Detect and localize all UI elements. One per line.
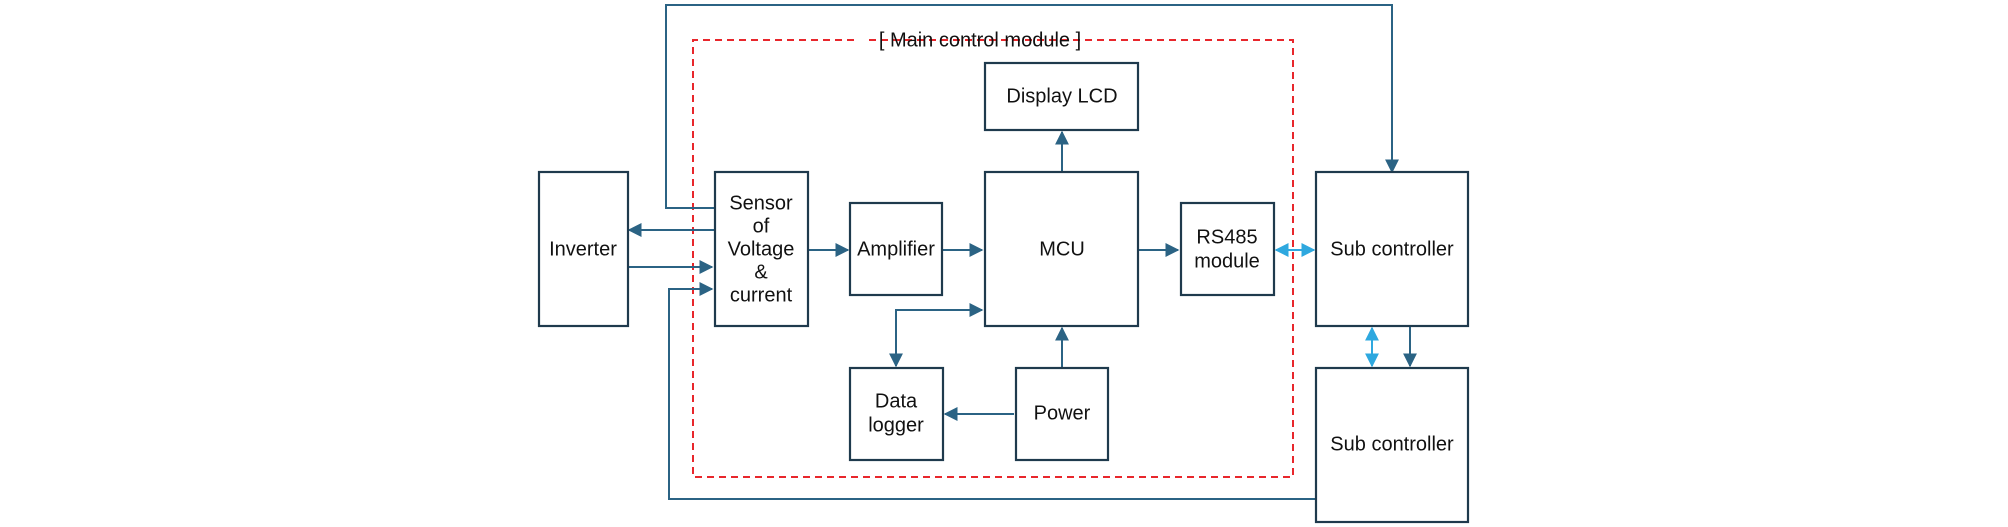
data-logger-label-line-2: logger <box>868 414 924 436</box>
sensor-label-line-4: & <box>754 261 768 283</box>
display-lcd-label: Display LCD <box>1006 85 1117 107</box>
display-lcd-block: Display LCD <box>983 61 1140 132</box>
sub-controller-2-label: Sub controller <box>1330 433 1454 455</box>
sensor-block: Sensor of Voltage & current <box>713 170 810 328</box>
inverter-label: Inverter <box>549 238 617 260</box>
power-label: Power <box>1034 402 1091 424</box>
sub-controller-1-label: Sub controller <box>1330 238 1454 260</box>
rs485-block: RS485 module <box>1179 201 1276 297</box>
sub-controller-1-block: Sub controller <box>1314 170 1470 328</box>
mcu-label: MCU <box>1039 238 1085 260</box>
amplifier-block: Amplifier <box>848 201 944 297</box>
mcu-block: MCU <box>983 170 1140 328</box>
power-block: Power <box>1014 366 1110 462</box>
rs485-label-line-2: module <box>1194 250 1260 272</box>
sensor-to-subcontroller-loop <box>665 4 1399 209</box>
data-logger-label-line-1: Data <box>875 390 918 412</box>
amplifier-label: Amplifier <box>857 238 935 260</box>
sensor-label-line-3: Voltage <box>728 238 795 260</box>
sub-controller-2-block: Sub controller <box>1314 366 1470 524</box>
main-control-module-boundary <box>692 39 1294 478</box>
connectors <box>627 4 1417 500</box>
sensor-label-line-5: current <box>730 284 793 306</box>
sensor-label-line-2: of <box>753 215 770 237</box>
rs485-label-line-1: RS485 <box>1196 226 1257 248</box>
mcu-datalogger-link <box>889 303 984 368</box>
inverter-block: Inverter <box>537 170 630 328</box>
sensor-label-line-1: Sensor <box>729 192 793 214</box>
module-title: [ Main control module ] <box>879 29 1081 51</box>
subcontroller-to-sensor-loop <box>668 282 1316 500</box>
data-logger-block: Data logger <box>848 366 945 462</box>
